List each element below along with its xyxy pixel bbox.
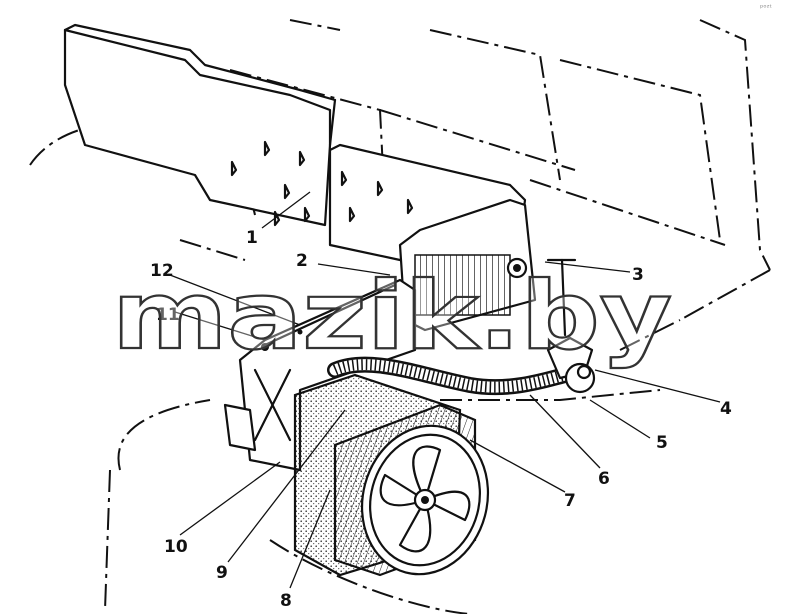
callout-1: 1 — [246, 228, 258, 248]
callout-10: 10 — [164, 537, 188, 557]
rail-holes — [230, 140, 414, 227]
cab-outline — [179, 19, 771, 401]
leader-lines — [169, 191, 721, 589]
callout-8: 8 — [280, 591, 292, 611]
callout-6: 6 — [598, 469, 610, 489]
callout-9: 9 — [216, 563, 228, 583]
watermark-text: mazik.by — [112, 262, 672, 371]
fan-blades — [379, 445, 471, 553]
callout-2: 2 — [296, 251, 308, 271]
callout-3: 3 — [632, 265, 644, 285]
callout-labels: 1 2 3 4 5 6 7 8 9 10 11 12 — [150, 228, 732, 611]
fan-assembly — [360, 424, 490, 576]
corner-mark: ᵖᵒᶻᵗ — [760, 3, 772, 12]
heater-housing — [223, 278, 417, 472]
callout-12: 12 — [150, 261, 174, 281]
callout-4: 4 — [720, 399, 732, 419]
callout-5: 5 — [656, 433, 668, 453]
control-valve — [546, 258, 596, 394]
callout-7: 7 — [564, 491, 576, 511]
callout-11: 11 — [156, 305, 180, 325]
coolant-hose — [327, 356, 573, 396]
